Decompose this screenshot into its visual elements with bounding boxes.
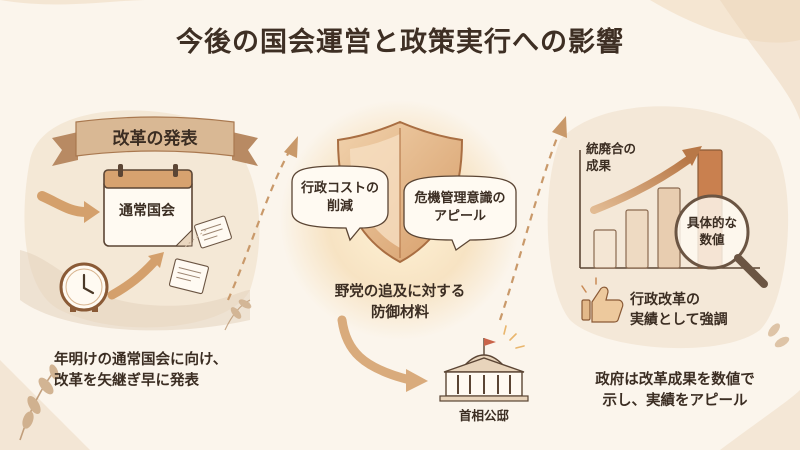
leaf-sprig-right bbox=[768, 323, 790, 348]
left-caption-line-2: 改革を矢継ぎ早に発表 bbox=[54, 373, 199, 389]
banner-label: 改革の発表 bbox=[112, 129, 198, 149]
arrow-to-building bbox=[337, 315, 415, 385]
magnifier-label-line-2: 数値 bbox=[699, 232, 725, 247]
right-caption-line-1: 政府は改革成果を数値で bbox=[595, 372, 755, 388]
arrow-to-calendar bbox=[37, 191, 91, 217]
bubble-right-text: 危機管理意識の アピール bbox=[406, 190, 514, 226]
leaf-sprig-left bbox=[19, 364, 59, 441]
thumbs-up-icon bbox=[581, 277, 624, 323]
bubble-left-line-1: 行政コストの bbox=[300, 181, 379, 196]
chart-label-line-2: 成果 bbox=[586, 158, 612, 173]
bubble-right-line-2: アピール bbox=[433, 209, 486, 224]
speech-bubble-left bbox=[291, 165, 389, 242]
right-caption: 政府は改革成果を数値で 示し、実績をアピール bbox=[570, 370, 780, 412]
speech-bubble-right bbox=[403, 175, 517, 252]
thumb-caption: 行政改革の 実績として強調 bbox=[630, 290, 770, 330]
magnifier-label: 具体的な 数値 bbox=[676, 214, 748, 248]
rising-arrow bbox=[107, 257, 159, 300]
bubble-left-line-2: 削減 bbox=[326, 199, 353, 214]
chart-label-line-1: 統廃合の bbox=[586, 141, 637, 156]
government-building-icon bbox=[439, 325, 529, 402]
bubble-right-line-1: 危機管理意識の bbox=[414, 191, 506, 206]
banner-ribbon bbox=[52, 116, 258, 166]
thumb-caption-line-1: 行政改革の bbox=[630, 292, 700, 308]
right-caption-line-2: 示し、実績をアピール bbox=[602, 393, 748, 409]
left-caption-line-1: 年明けの通常国会に向け、 bbox=[54, 352, 228, 368]
thumb-caption-line-2: 実績として強調 bbox=[630, 312, 728, 328]
flying-documents-icon bbox=[168, 215, 232, 295]
page-title: 今後の国会運営と政策実行への影響 bbox=[176, 27, 624, 58]
magnifier-label-line-1: 具体的な bbox=[686, 215, 737, 230]
leaf-sprig-mid bbox=[224, 299, 252, 331]
calendar-icon bbox=[103, 164, 193, 247]
left-caption: 年明けの通常国会に向け、 改革を矢継ぎ早に発表 bbox=[54, 350, 284, 392]
bubble-left-text: 行政コストの 削減 bbox=[294, 180, 386, 216]
magnifying-glass-icon bbox=[674, 194, 768, 288]
calendar-label: 通常国会 bbox=[119, 203, 175, 219]
center-caption: 野党の追及に対する 防御材料 bbox=[314, 282, 486, 324]
clock-icon bbox=[59, 262, 109, 312]
dashed-connector-1 bbox=[226, 149, 291, 301]
chart-label: 統廃合の 成果 bbox=[586, 140, 646, 174]
building-label: 首相公邸 bbox=[458, 408, 509, 423]
center-caption-line-1: 野党の追及に対する bbox=[334, 284, 466, 300]
center-caption-line-2: 防御材料 bbox=[371, 305, 429, 321]
